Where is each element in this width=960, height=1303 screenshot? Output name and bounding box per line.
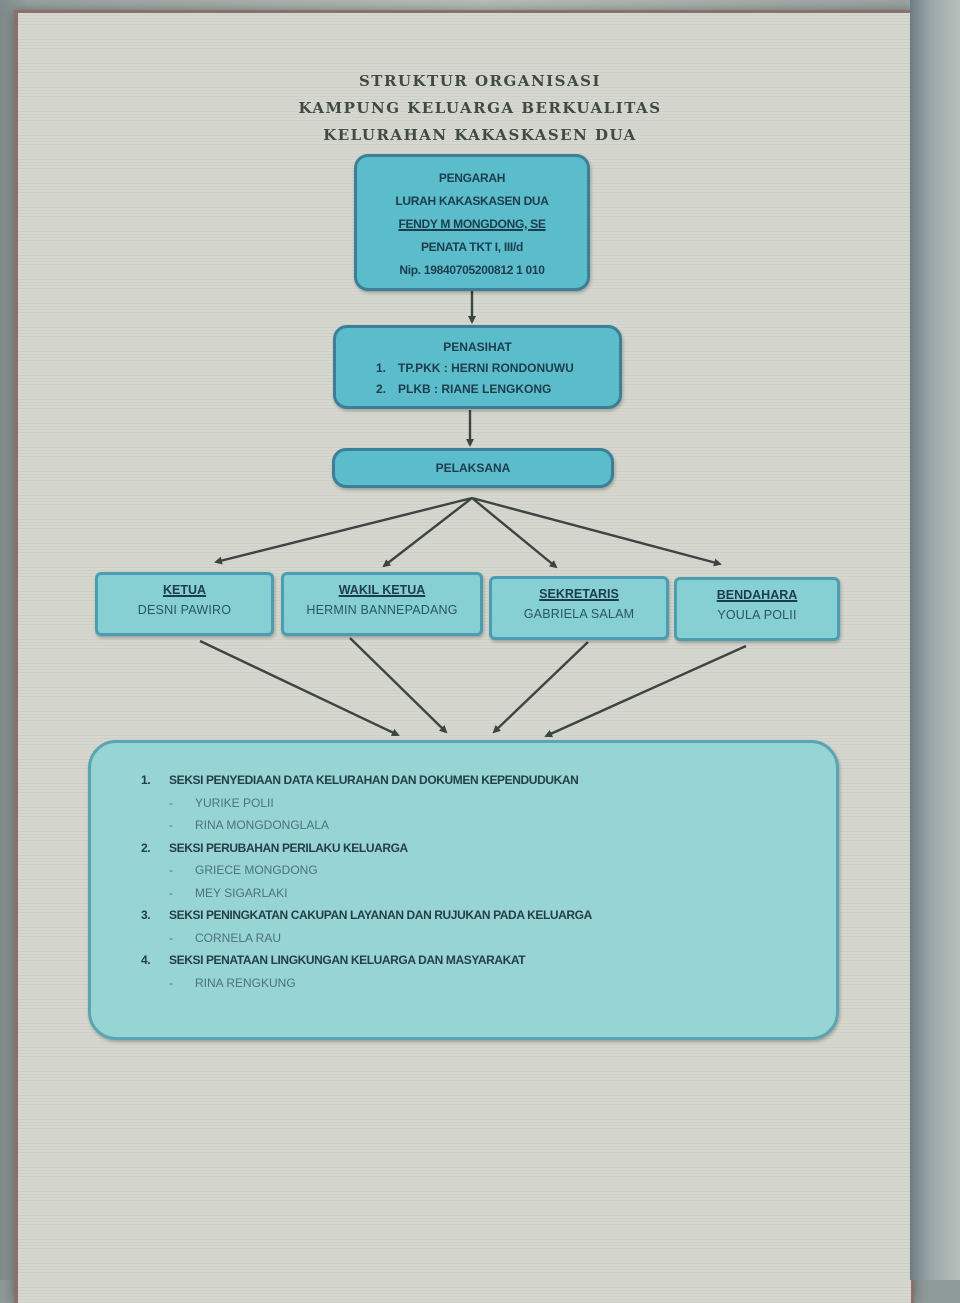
seksi-title: SEKSI PENATAAN LINGKUNGAN KELUARGA DAN M… xyxy=(169,953,526,967)
member-name: MEY SIGARLAKI xyxy=(195,885,288,900)
arrow-bendahara-to-seksi xyxy=(544,644,747,738)
member-name: RINA RENGKUNG xyxy=(195,975,296,990)
seksi-heading: 2. SEKSI PERUBAHAN PERILAKU KELUARGA xyxy=(141,837,836,860)
member-name: CORNELA RAU xyxy=(195,930,282,945)
seksi-box: 1. SEKSI PENYEDIAAN DATA KELURAHAN DAN DO… xyxy=(88,740,839,1040)
role-name: GABRIELA SALAM xyxy=(523,607,635,621)
pengarah-position: LURAH KAKASKASEN DUA xyxy=(395,194,549,208)
member-name: RINA MONGDONGLALA xyxy=(195,818,330,832)
arrow-pelaksana-to-bendahara xyxy=(471,496,722,567)
role-title: SEKRETARIS xyxy=(539,587,619,601)
penasihat-item-number: 1. xyxy=(376,361,387,375)
seksi-heading: 1. SEKSI PENYEDIAAN DATA KELURAHAN DAN DO… xyxy=(141,769,836,792)
bullet-dash: - xyxy=(169,863,173,877)
seksi-title: SEKSI PENINGKATAN CAKUPAN LAYANAN DAN RU… xyxy=(169,908,592,922)
title-line-1: STRUKTUR ORGANISASI xyxy=(358,72,602,90)
seksi-number: 2. xyxy=(141,840,151,855)
role-box-sekretaris: SEKRETARIS GABRIELA SALAM xyxy=(489,576,669,640)
arrow-ketua-to-seksi xyxy=(199,639,400,737)
arrow-pelaksana-to-sekretaris xyxy=(471,497,558,569)
seksi-member: - CORNELA RAU xyxy=(141,927,836,950)
pengarah-heading: PENGARAH xyxy=(438,171,506,185)
role-name: YOULA POLII xyxy=(717,608,797,622)
seksi-member: - MEY SIGARLAKI xyxy=(141,882,836,905)
role-name: DESNI PAWIRO xyxy=(137,603,232,617)
title-line-2: KAMPUNG KELUARGA BERKUALITAS xyxy=(298,99,662,117)
seksi-number: 1. xyxy=(141,773,151,787)
pelaksana-box: PELAKSANA xyxy=(332,448,614,488)
arrow-pelaksana-to-wakil xyxy=(382,497,473,568)
role-box-bendahara: BENDAHARA YOULA POLII xyxy=(674,577,840,641)
arrow-pelaksana-to-ketua xyxy=(214,496,473,565)
pengarah-rank: PENATA TKT I, III/d xyxy=(420,240,524,254)
screen-bezel-edge xyxy=(910,0,960,1280)
arrow-wakil-to-seksi xyxy=(349,637,448,734)
seksi-member: - YURIKE POLII xyxy=(141,792,836,815)
bullet-dash: - xyxy=(169,975,173,990)
bullet-dash: - xyxy=(169,795,173,810)
role-box-ketua: KETUA DESNI PAWIRO xyxy=(95,572,274,636)
seksi-member: - RINA RENGKUNG xyxy=(141,972,836,995)
document-title: STRUKTUR ORGANISASI KAMPUNG KELUARGA BER… xyxy=(0,68,960,149)
role-title: KETUA xyxy=(162,583,207,597)
penasihat-item-number: 2. xyxy=(376,382,387,396)
role-box-wakil-ketua: WAKIL KETUA HERMIN BANNEPADANG xyxy=(281,572,483,636)
pengarah-nip: Nip. 19840705200812 1 010 xyxy=(399,263,545,277)
penasihat-item-text: TP.PKK : HERNI RONDONUWU xyxy=(398,361,574,375)
seksi-number: 4. xyxy=(141,953,151,967)
title-line-3: KELURAHAN KAKASKASEN DUA xyxy=(323,126,637,144)
bullet-dash: - xyxy=(169,930,173,945)
seksi-number: 3. xyxy=(141,908,151,922)
pengarah-name: FENDY M MONGDONG, SE xyxy=(398,217,546,231)
penasihat-heading: PENASIHAT xyxy=(443,340,512,354)
bullet-dash: - xyxy=(169,885,173,900)
penasihat-item: 1. TP.PKK : HERNI RONDONUWU xyxy=(336,358,619,379)
member-name: YURIKE POLII xyxy=(195,795,274,810)
pelaksana-heading: PELAKSANA xyxy=(435,461,511,475)
penasihat-box: PENASIHAT 1. TP.PKK : HERNI RONDONUWU 2. P… xyxy=(333,325,622,409)
penasihat-item: 2. PLKB : RIANE LENGKONG xyxy=(336,379,619,400)
bullet-dash: - xyxy=(169,818,173,832)
seksi-member: - GRIECE MONGDONG xyxy=(141,859,836,882)
seksi-member: - RINA MONGDONGLALA xyxy=(141,814,836,837)
seksi-title: SEKSI PENYEDIAAN DATA KELURAHAN DAN DOKU… xyxy=(169,773,579,787)
seksi-title: SEKSI PERUBAHAN PERILAKU KELUARGA xyxy=(169,840,408,855)
penasihat-item-text: PLKB : RIANE LENGKONG xyxy=(398,382,552,396)
role-name: HERMIN BANNEPADANG xyxy=(306,603,458,617)
arrow-sekretaris-to-seksi xyxy=(492,641,589,734)
role-title: WAKIL KETUA xyxy=(338,583,426,597)
member-name: GRIECE MONGDONG xyxy=(195,863,318,877)
seksi-heading: 3. SEKSI PENINGKATAN CAKUPAN LAYANAN DAN … xyxy=(141,904,836,927)
pengarah-box: PENGARAH LURAH KAKASKASEN DUA FENDY M MO… xyxy=(354,154,590,291)
seksi-heading: 4. SEKSI PENATAAN LINGKUNGAN KELUARGA DAN… xyxy=(141,949,836,972)
role-title: BENDAHARA xyxy=(716,588,798,602)
